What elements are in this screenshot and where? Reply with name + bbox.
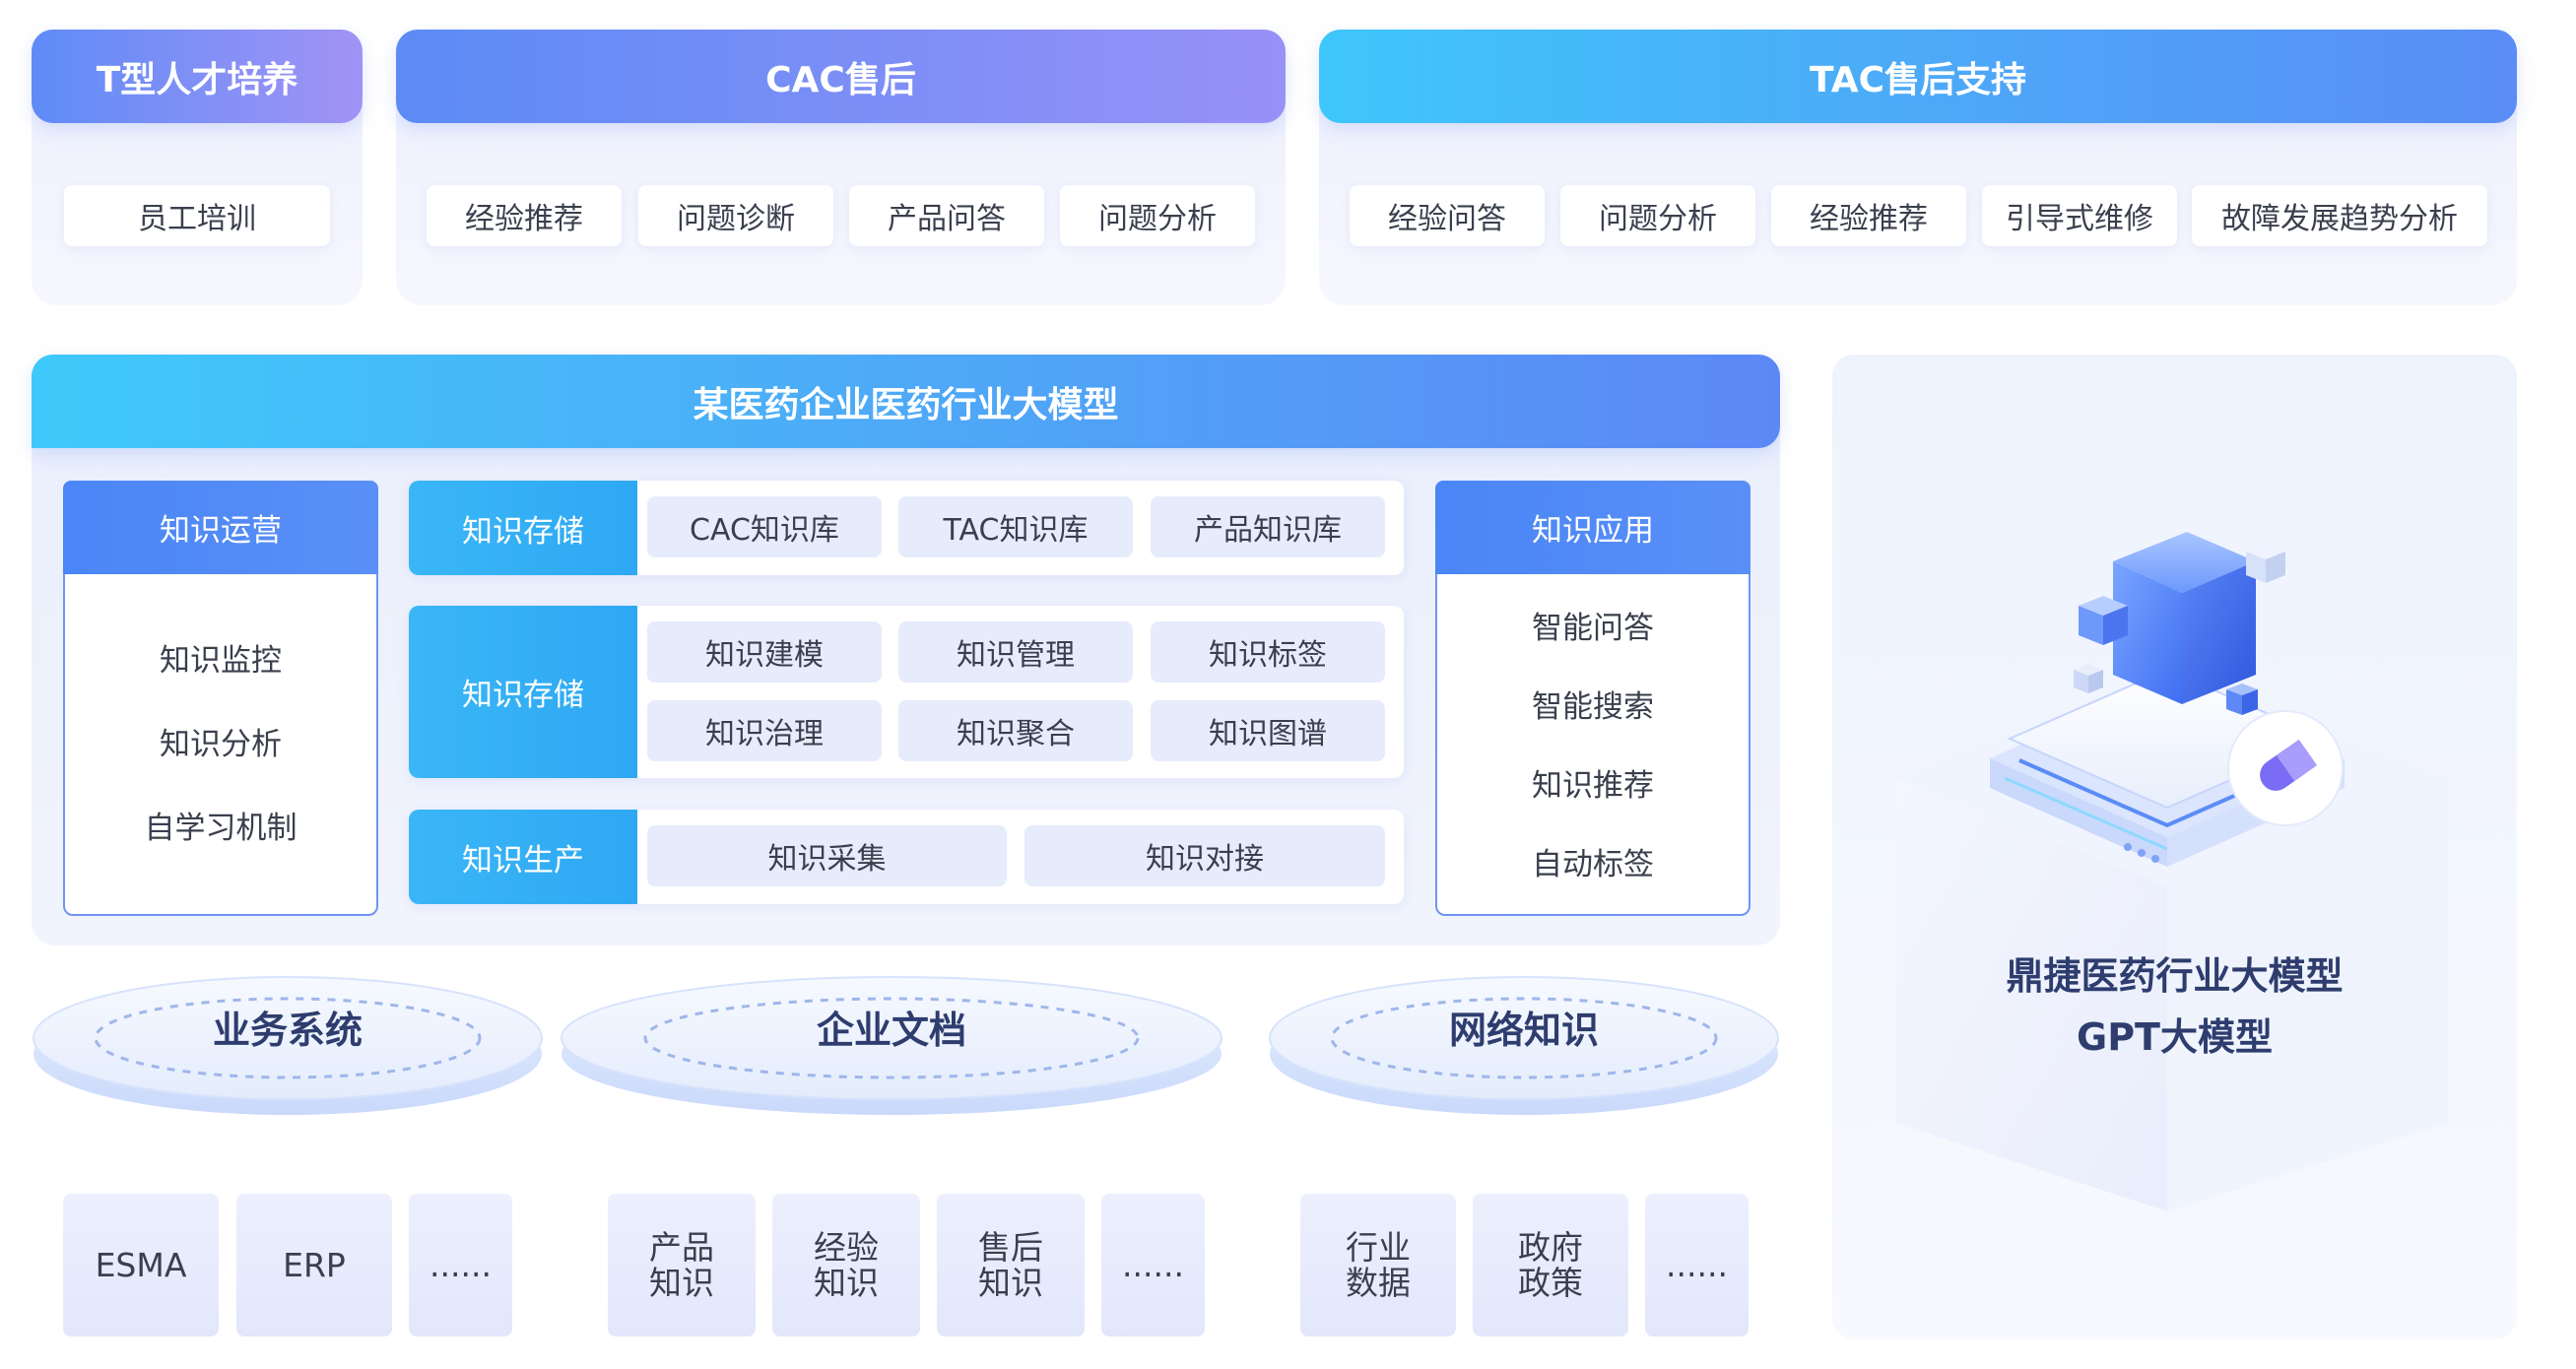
storage-chip-2[interactable]: TAC知识库 bbox=[898, 496, 1133, 557]
talent-banner: T型人才培养 bbox=[32, 30, 363, 123]
source-card-documents-more[interactable]: ...... bbox=[1101, 1194, 1205, 1336]
apps-head: 知识应用 bbox=[1435, 481, 1750, 574]
tac-chip-3[interactable]: 经验推荐 bbox=[1771, 185, 1966, 246]
cube-cluster bbox=[2074, 532, 2285, 715]
source-card-product[interactable]: 产品 知识 bbox=[608, 1194, 756, 1336]
produce-chip-1[interactable]: 知识采集 bbox=[647, 825, 1007, 886]
apps-item-2[interactable]: 智能搜索 bbox=[1532, 689, 1654, 725]
tac-chip-1[interactable]: 经验问答 bbox=[1350, 185, 1545, 246]
tac-chip-4[interactable]: 引导式维修 bbox=[1982, 185, 2177, 246]
disc-network bbox=[1269, 976, 1779, 1115]
source-title-documents: 企业文档 bbox=[816, 1009, 966, 1052]
source-card-industry[interactable]: 行业 数据 bbox=[1300, 1194, 1456, 1336]
source-card-aftersale[interactable]: 售后 知识 bbox=[937, 1194, 1085, 1336]
produce-row-label: 知识生产 bbox=[409, 810, 637, 904]
apps-card: 知识应用 智能问答 智能搜索 知识推荐 自动标签 bbox=[1435, 481, 1750, 916]
cac-chip-2[interactable]: 问题诊断 bbox=[638, 185, 833, 246]
source-card-erp[interactable]: ERP bbox=[236, 1194, 392, 1336]
model-title: 某医药企业医药行业大模型 bbox=[693, 384, 1119, 425]
source-discs bbox=[33, 976, 1779, 1115]
tac-chip-2[interactable]: 问题分析 bbox=[1560, 185, 1755, 246]
source-card-experience[interactable]: 经验 知识 bbox=[772, 1194, 920, 1336]
storage-chip-1[interactable]: CAC知识库 bbox=[647, 496, 882, 557]
manage-chip-3[interactable]: 知识标签 bbox=[1151, 621, 1385, 683]
ops-card: 知识运营 知识监控 知识分析 自学习机制 bbox=[63, 481, 378, 916]
ops-item-3[interactable]: 自学习机制 bbox=[144, 811, 297, 846]
tac-title: TAC售后支持 bbox=[1809, 59, 2027, 100]
produce-chip-2[interactable]: 知识对接 bbox=[1024, 825, 1385, 886]
cac-chip-4[interactable]: 问题分析 bbox=[1060, 185, 1255, 246]
manage-chip-2[interactable]: 知识管理 bbox=[898, 621, 1133, 683]
cac-chip-3[interactable]: 产品问答 bbox=[849, 185, 1044, 246]
manage-row-label: 知识存储 bbox=[409, 606, 637, 778]
source-title-network: 网络知识 bbox=[1448, 1009, 1599, 1052]
ops-item-2[interactable]: 知识分析 bbox=[160, 727, 282, 762]
cac-banner: CAC售后 bbox=[396, 30, 1286, 123]
gpt-line-1: 鼎捷医药行业大模型 bbox=[2006, 954, 2344, 998]
source-card-esma[interactable]: ESMA bbox=[63, 1194, 219, 1336]
disc-business bbox=[33, 976, 543, 1115]
ops-item-1[interactable]: 知识监控 bbox=[160, 643, 282, 679]
ops-head: 知识运营 bbox=[63, 481, 378, 574]
source-card-business-more[interactable]: ...... bbox=[409, 1194, 512, 1336]
source-card-network-more[interactable]: ...... bbox=[1645, 1194, 1749, 1336]
tac-chip-5[interactable]: 故障发展趋势分析 bbox=[2192, 185, 2487, 246]
manage-chip-4[interactable]: 知识治理 bbox=[647, 700, 882, 761]
tac-banner: TAC售后支持 bbox=[1319, 30, 2517, 123]
talent-title: T型人才培养 bbox=[96, 59, 298, 100]
cac-chip-1[interactable]: 经验推荐 bbox=[427, 185, 622, 246]
gpt-illustration bbox=[1896, 532, 2448, 1211]
storage-row-label: 知识存储 bbox=[409, 481, 637, 575]
cac-title: CAC售后 bbox=[765, 59, 916, 100]
talent-chip-1[interactable]: 员工培训 bbox=[64, 185, 330, 246]
storage-chip-3[interactable]: 产品知识库 bbox=[1151, 496, 1385, 557]
source-title-business: 业务系统 bbox=[212, 1009, 363, 1052]
source-card-policy[interactable]: 政府 政策 bbox=[1473, 1194, 1628, 1336]
manage-chip-1[interactable]: 知识建模 bbox=[647, 621, 882, 683]
apps-item-1[interactable]: 智能问答 bbox=[1532, 611, 1654, 646]
apps-item-4[interactable]: 自动标签 bbox=[1532, 847, 1654, 882]
gpt-line-2: GPT大模型 bbox=[2077, 1015, 2273, 1059]
manage-chip-6[interactable]: 知识图谱 bbox=[1151, 700, 1385, 761]
capsule-icon bbox=[2227, 710, 2344, 826]
disc-documents bbox=[561, 976, 1222, 1115]
apps-item-3[interactable]: 知识推荐 bbox=[1532, 768, 1654, 804]
model-banner: 某医药企业医药行业大模型 bbox=[32, 355, 1780, 448]
manage-chip-5[interactable]: 知识聚合 bbox=[898, 700, 1133, 761]
iso-box bbox=[1896, 670, 2448, 1211]
